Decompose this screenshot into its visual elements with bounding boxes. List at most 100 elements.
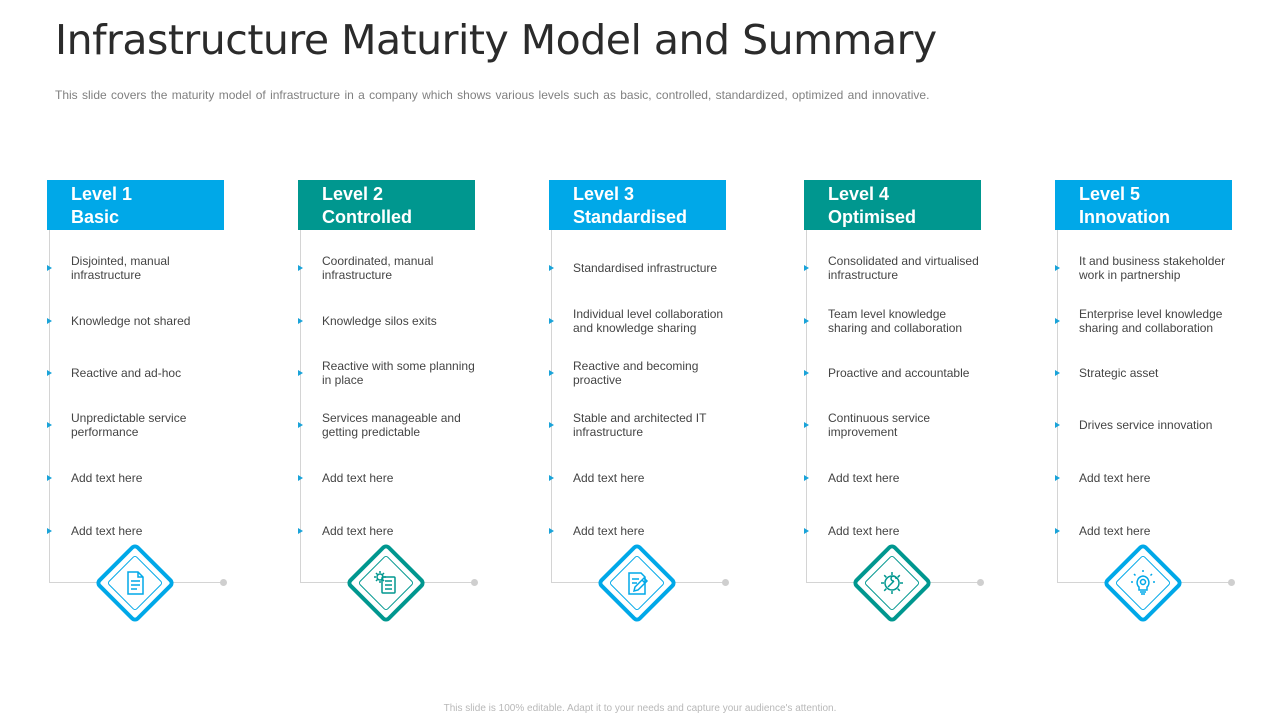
list-item-text: Add text here: [1079, 524, 1151, 538]
list-item: Enterprise level knowledge sharing and c…: [1055, 297, 1245, 345]
list-item-text: Knowledge silos exits: [322, 314, 437, 328]
level-3-name: Standardised: [573, 207, 688, 227]
level-1-column: Level 1 Basic Disjointed, manual infrast…: [47, 180, 237, 625]
list-item: Unpredictable service performance: [47, 401, 237, 449]
arrow-bullet-icon: [1055, 265, 1060, 271]
arrow-bullet-icon: [47, 475, 52, 481]
arrow-bullet-icon: [549, 265, 554, 271]
list-item: Add text here: [1055, 454, 1245, 502]
arrow-bullet-icon: [47, 528, 52, 534]
level-4-number: Level 4: [828, 184, 890, 204]
list-item: Add text here: [47, 454, 237, 502]
list-item: Add text here: [804, 454, 994, 502]
list-item: Continuous service improvement: [804, 401, 994, 449]
list-item: Knowledge silos exits: [298, 297, 488, 345]
arrow-bullet-icon: [804, 475, 809, 481]
level-2-number: Level 2: [322, 184, 384, 204]
edit-document-icon: [620, 566, 654, 600]
arrow-bullet-icon: [298, 475, 303, 481]
list-item: Strategic asset: [1055, 349, 1245, 397]
level-2-column: Level 2 Controlled Coordinated, manual i…: [298, 180, 488, 625]
timeline-line: [300, 230, 301, 583]
list-item-text: Strategic asset: [1079, 366, 1159, 380]
arrow-bullet-icon: [298, 422, 303, 428]
list-item: Services manageable and getting predicta…: [298, 401, 488, 449]
level-1-header: Level 1 Basic: [47, 180, 224, 230]
arrow-bullet-icon: [549, 370, 554, 376]
arrow-bullet-icon: [1055, 528, 1060, 534]
level-1-number: Level 1: [71, 184, 133, 204]
list-item: Reactive with some planning in place: [298, 349, 488, 397]
list-item-text: Continuous service improvement: [828, 411, 931, 439]
timeline-end-dot: [220, 579, 227, 586]
arrow-bullet-icon: [549, 422, 554, 428]
list-item: Reactive and becoming proactive: [549, 349, 739, 397]
arrow-bullet-icon: [804, 265, 809, 271]
timeline-end-dot: [1228, 579, 1235, 586]
arrow-bullet-icon: [298, 528, 303, 534]
list-item-text: Drives service innovation: [1079, 418, 1213, 432]
list-item-text: Disjointed, manual infrastructure: [71, 254, 170, 282]
list-item: Team level knowledge sharing and collabo…: [804, 297, 994, 345]
level-5-number: Level 5: [1079, 184, 1141, 204]
list-item-text: Add text here: [71, 524, 143, 538]
level-5-header: Level 5 Innovation: [1055, 180, 1232, 230]
list-item-text: Add text here: [322, 524, 394, 538]
list-item: It and business stakeholder work in part…: [1055, 244, 1245, 292]
timeline-line: [806, 230, 807, 583]
list-item-text: Services manageable and getting predicta…: [322, 411, 461, 439]
lightbulb-icon: [1126, 566, 1160, 600]
level-3-number: Level 3: [573, 184, 635, 204]
list-item: Drives service innovation: [1055, 401, 1245, 449]
list-item-text: Add text here: [828, 524, 900, 538]
list-item-text: Reactive and ad-hoc: [71, 366, 182, 380]
list-item: Add text here: [804, 507, 994, 555]
list-item-text: Knowledge not shared: [71, 314, 191, 328]
list-item-text: Coordinated, manual infrastructure: [322, 254, 434, 282]
list-item-text: It and business stakeholder work in part…: [1079, 254, 1226, 282]
list-item: Reactive and ad-hoc: [47, 349, 237, 397]
gear-wrench-icon: [875, 566, 909, 600]
list-item: Standardised infrastructure: [549, 244, 739, 292]
list-item-text: Add text here: [573, 471, 645, 485]
list-item: Consolidated and virtualised infrastruct…: [804, 244, 994, 292]
timeline-end-dot: [977, 579, 984, 586]
list-item: Add text here: [47, 507, 237, 555]
arrow-bullet-icon: [47, 265, 52, 271]
list-item: Stable and architected IT infrastructure: [549, 401, 739, 449]
arrow-bullet-icon: [1055, 370, 1060, 376]
list-item-text: Reactive with some planning in place: [322, 359, 475, 387]
list-item: Coordinated, manual infrastructure: [298, 244, 488, 292]
list-item-text: Enterprise level knowledge sharing and c…: [1079, 307, 1223, 335]
list-item-text: Standardised infrastructure: [573, 261, 718, 275]
arrow-bullet-icon: [804, 318, 809, 324]
timeline-end-dot: [471, 579, 478, 586]
list-item-text: Add text here: [71, 471, 143, 485]
arrow-bullet-icon: [549, 475, 554, 481]
list-item: Proactive and accountable: [804, 349, 994, 397]
page-subtitle: This slide covers the maturity model of …: [55, 88, 930, 102]
level-5-column: Level 5 Innovation It and business stake…: [1055, 180, 1245, 625]
level-4-name: Optimised: [828, 207, 917, 227]
list-item-text: Unpredictable service performance: [71, 411, 187, 439]
arrow-bullet-icon: [47, 422, 52, 428]
timeline-line: [551, 230, 552, 583]
list-item-text: Team level knowledge sharing and collabo…: [828, 307, 963, 335]
page-title: Infrastructure Maturity Model and Summar…: [55, 16, 937, 64]
timeline-line: [1057, 230, 1058, 583]
arrow-bullet-icon: [298, 265, 303, 271]
arrow-bullet-icon: [1055, 318, 1060, 324]
level-2-header: Level 2 Controlled: [298, 180, 475, 230]
gear-checklist-icon: [369, 566, 403, 600]
level-3-column: Level 3 Standardised Standardised infras…: [549, 180, 739, 625]
list-item-text: Add text here: [1079, 471, 1151, 485]
list-item: Add text here: [1055, 507, 1245, 555]
arrow-bullet-icon: [549, 318, 554, 324]
level-1-name: Basic: [71, 207, 120, 227]
list-item: Knowledge not shared: [47, 297, 237, 345]
arrow-bullet-icon: [1055, 475, 1060, 481]
arrow-bullet-icon: [1055, 422, 1060, 428]
arrow-bullet-icon: [804, 528, 809, 534]
level-4-column: Level 4 Optimised Consolidated and virtu…: [804, 180, 994, 625]
level-2-name: Controlled: [322, 207, 412, 227]
